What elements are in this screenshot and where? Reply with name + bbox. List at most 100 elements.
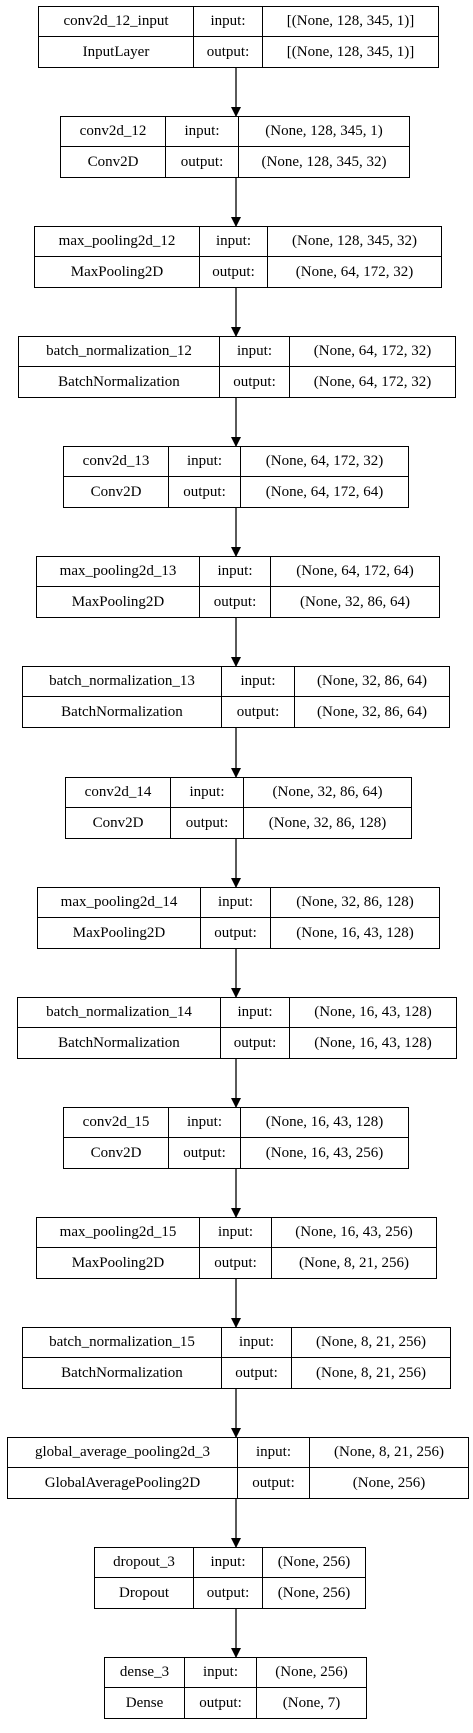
layer-name: dense_3	[105, 1658, 185, 1688]
layer-name: conv2d_13	[64, 447, 169, 477]
output-shape: (None, 64, 172, 32)	[313, 373, 432, 390]
layer-name: max_pooling2d_14	[38, 888, 201, 918]
layer-name: max_pooling2d_12	[35, 227, 200, 257]
input-shape: (None, 64, 172, 64)	[271, 557, 439, 587]
input-label: input:	[185, 1658, 257, 1688]
output-label: output:	[220, 367, 290, 397]
output-label: output:	[185, 1688, 257, 1718]
input-shape: (None, 16, 43, 128)	[290, 998, 456, 1028]
layer-type: BatchNormalization	[18, 1028, 221, 1058]
layer-name: max_pooling2d_13	[37, 557, 200, 587]
input-shape: (None, 32, 86, 64)	[295, 667, 449, 697]
input-shape: (None, 64, 172, 32)	[290, 337, 455, 367]
output-shape: (None, 16, 43, 128)	[296, 924, 414, 941]
output-shape: (None, 32, 86, 64)	[300, 593, 410, 610]
input-shape: (None, 256)	[263, 1548, 365, 1578]
input-label: input:	[222, 667, 295, 697]
layer-name: conv2d_14	[66, 778, 171, 808]
input-shape: (None, 8, 21, 256)	[310, 1438, 468, 1468]
layer-name: conv2d_15	[64, 1108, 169, 1138]
layer-type: Conv2D	[64, 477, 169, 507]
input-shape: (None, 8, 21, 256)	[292, 1328, 450, 1358]
layer-type: Dropout	[95, 1578, 194, 1608]
layer-type: MaxPooling2D	[35, 257, 200, 287]
output-shape: (None, 8, 21, 256)	[316, 1364, 426, 1381]
output-label: output:	[194, 37, 263, 67]
output-label: output:	[222, 697, 295, 727]
layer-name: max_pooling2d_15	[37, 1218, 200, 1248]
input-shape: (None, 256)	[257, 1658, 366, 1688]
input-label: input:	[201, 888, 271, 918]
layer-name: batch_normalization_13	[23, 667, 222, 697]
output-shape: (None, 32, 86, 128)	[268, 814, 387, 831]
layer-type: BatchNormalization	[19, 367, 220, 397]
output-label: output:	[200, 1248, 272, 1278]
output-shape: (None, 128, 345, 32)	[261, 153, 387, 170]
layer-type: Dense	[105, 1688, 185, 1718]
input-shape: (None, 32, 86, 128)	[271, 888, 439, 918]
output-label: output:	[201, 918, 271, 948]
output-label: output:	[200, 257, 268, 287]
output-shape: (None, 7)	[282, 1694, 341, 1711]
layer-name: conv2d_12	[61, 117, 166, 147]
layer-type: MaxPooling2D	[38, 918, 201, 948]
input-label: input:	[171, 778, 244, 808]
input-label: input:	[194, 7, 263, 37]
output-label: output:	[238, 1468, 310, 1498]
layer-name: batch_normalization_15	[23, 1328, 222, 1358]
layer-type: MaxPooling2D	[37, 1248, 200, 1278]
layer-name: conv2d_12_input	[39, 7, 194, 37]
input-label: input:	[221, 998, 290, 1028]
output-shape: (None, 16, 43, 256)	[265, 1144, 384, 1161]
layer-name: batch_normalization_14	[18, 998, 221, 1028]
layer-name: global_average_pooling2d_3	[8, 1438, 238, 1468]
layer-type: BatchNormalization	[23, 1358, 222, 1388]
input-shape: [(None, 128, 345, 1)]	[263, 7, 438, 37]
input-label: input:	[194, 1548, 263, 1578]
layer-type: BatchNormalization	[23, 697, 222, 727]
output-label: output:	[221, 1028, 290, 1058]
layer-type: InputLayer	[39, 37, 194, 67]
input-label: input:	[238, 1438, 310, 1468]
input-shape: (None, 16, 43, 128)	[241, 1108, 408, 1138]
output-shape: (None, 64, 172, 64)	[265, 483, 384, 500]
layer-name: batch_normalization_12	[19, 337, 220, 367]
output-shape: (None, 8, 21, 256)	[299, 1254, 409, 1271]
input-label: input:	[222, 1328, 292, 1358]
layer-type: Conv2D	[66, 808, 171, 838]
output-shape: (None, 32, 86, 64)	[317, 703, 427, 720]
layer-type: Conv2D	[64, 1138, 169, 1168]
input-label: input:	[200, 1218, 272, 1248]
output-label: output:	[171, 808, 244, 838]
input-shape: (None, 16, 43, 256)	[272, 1218, 436, 1248]
output-shape: [(None, 128, 345, 1)]	[286, 43, 415, 60]
input-shape: (None, 64, 172, 32)	[241, 447, 408, 477]
input-shape: (None, 32, 86, 64)	[244, 778, 411, 808]
input-label: input:	[220, 337, 290, 367]
layer-type: Conv2D	[61, 147, 166, 177]
input-shape: (None, 128, 345, 32)	[268, 227, 441, 257]
input-label: input:	[200, 557, 271, 587]
input-label: input:	[169, 447, 241, 477]
input-label: input:	[169, 1108, 241, 1138]
output-shape: (None, 256)	[277, 1584, 351, 1601]
output-label: output:	[222, 1358, 292, 1388]
output-shape: (None, 256)	[352, 1474, 426, 1491]
input-label: input:	[166, 117, 239, 147]
